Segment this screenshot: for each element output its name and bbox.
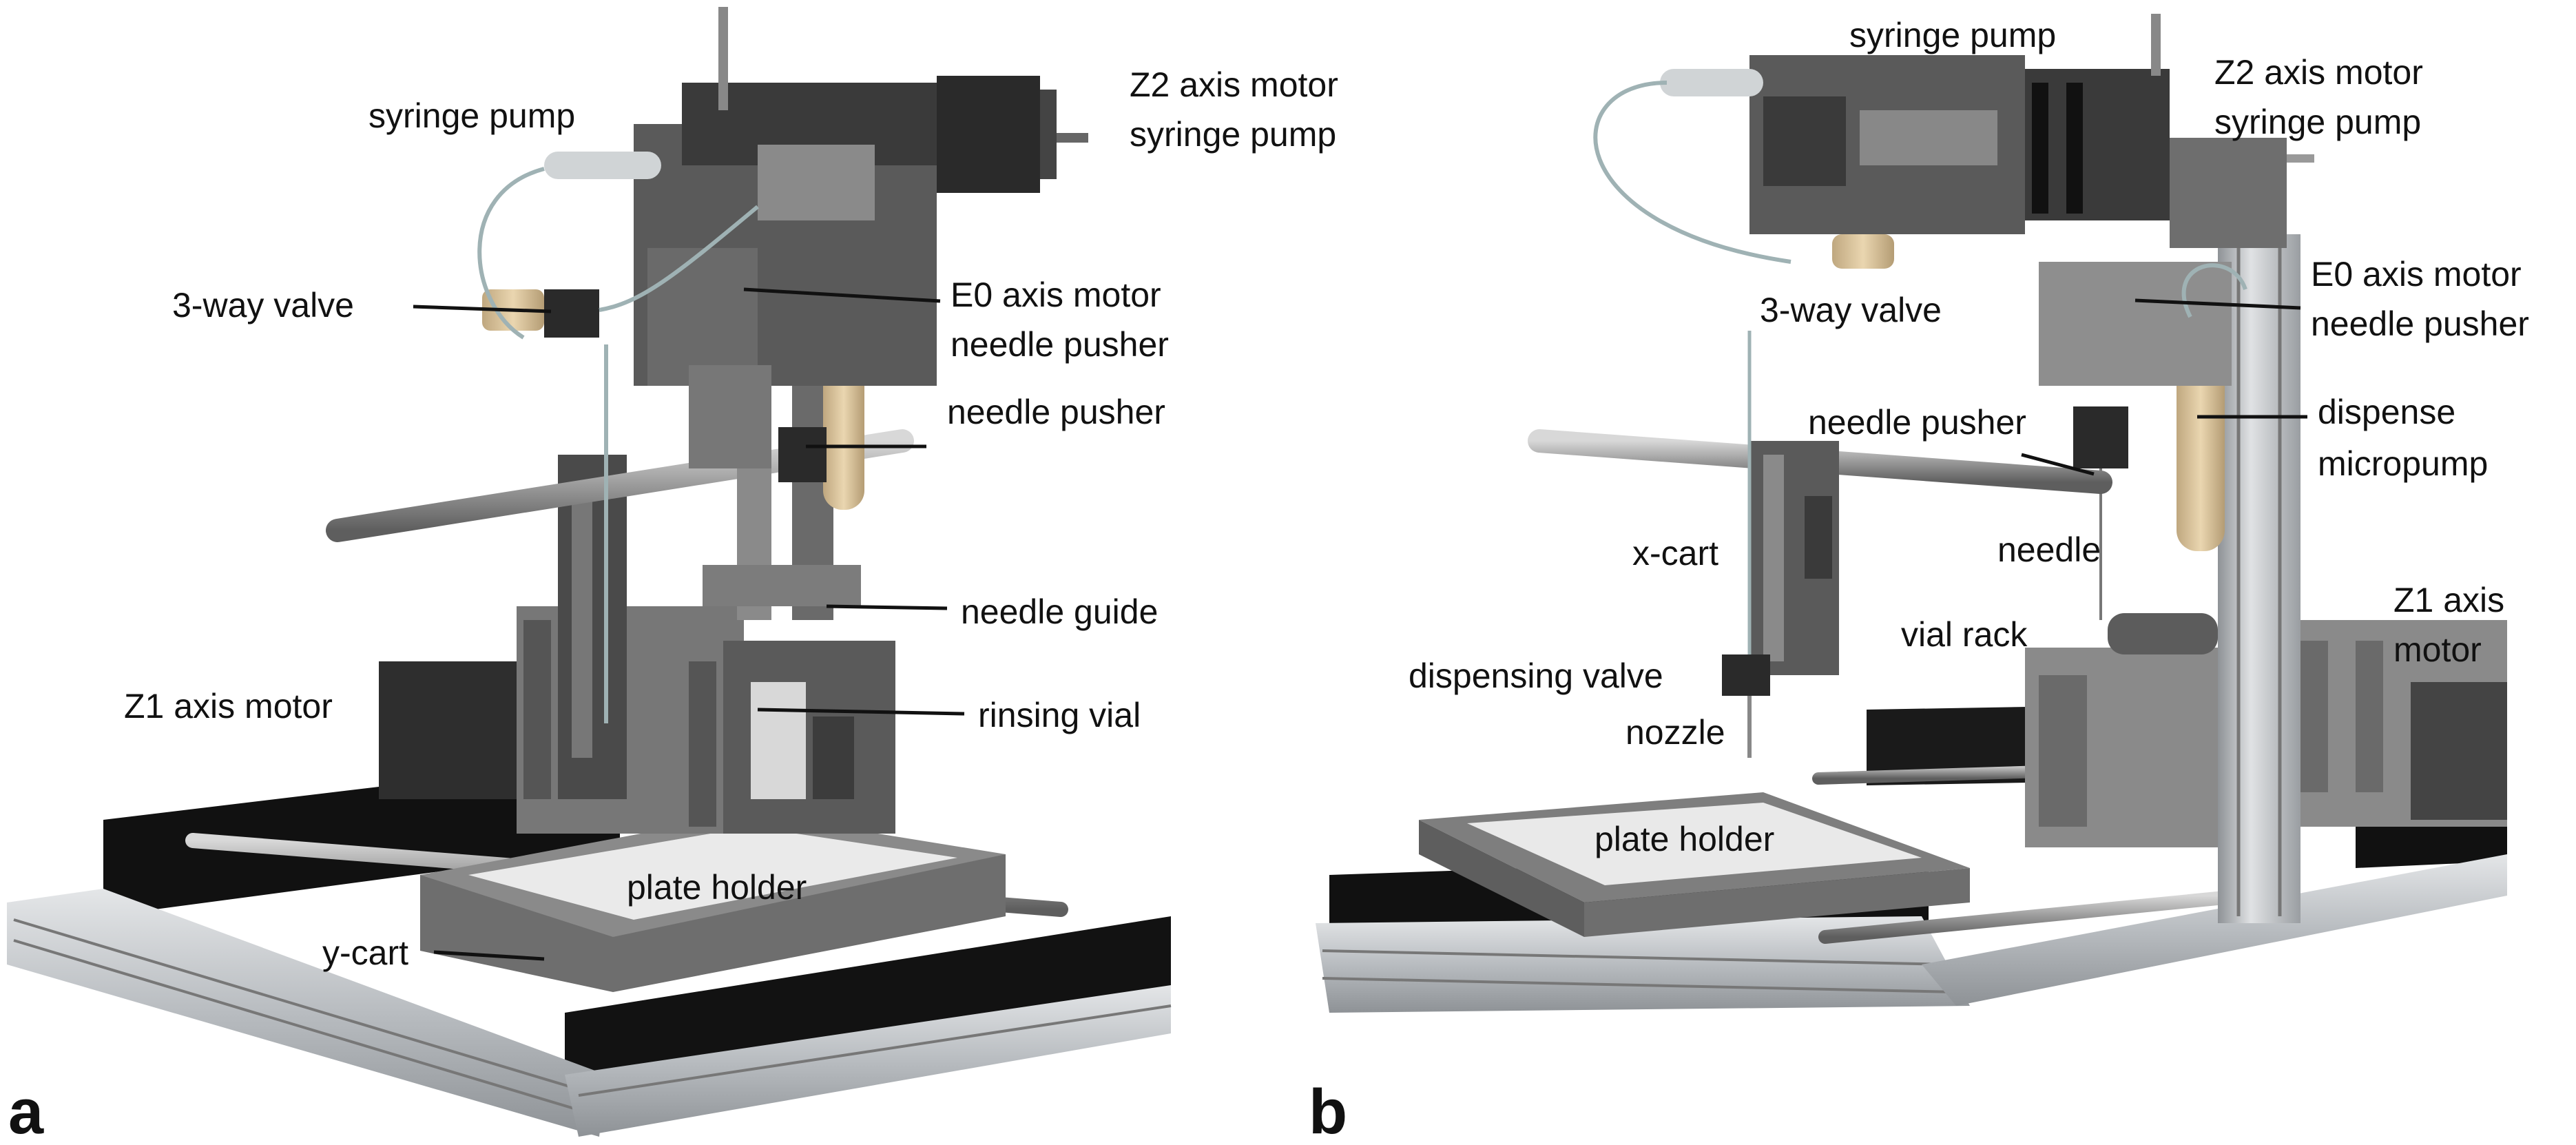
e0-motor-a <box>647 248 758 386</box>
label-b-needle: needle <box>1997 530 2101 569</box>
label-b-e0-line1: E0 axis motor <box>2311 255 2522 293</box>
panel-a-labels: syringe pump Z2 axis motor syringe pump … <box>8 65 1338 1145</box>
label-b-plate-holder: plate holder <box>1595 820 1774 858</box>
panel-a-drawing <box>7 7 1172 1137</box>
label-b-vial-rack: vial rack <box>1901 615 2028 654</box>
leader-b-needle-pusher <box>2021 453 2095 476</box>
panel-b-drawing <box>1316 14 2507 1013</box>
syringe-barrel-b <box>1660 69 1763 96</box>
label-b-x-cart: x-cart <box>1632 534 1718 572</box>
label-a-z1-axis-motor: Z1 axis motor <box>124 687 333 725</box>
panel-b-labels: syringe pump Z2 axis motor syringe pump … <box>1309 16 2529 1145</box>
leader-a-e0 <box>743 287 941 303</box>
label-b-z1-line1: Z1 axis <box>2393 581 2504 619</box>
label-a-e0-line1: E0 axis motor <box>951 276 1161 314</box>
label-b-nozzle: nozzle <box>1625 713 1725 752</box>
z2-motor-b <box>2025 69 2170 220</box>
needle-guide-block-a <box>703 565 861 606</box>
frame-black-rail-right-a <box>565 916 1171 1075</box>
label-a-z2-line1: Z2 axis motor <box>1130 65 1338 104</box>
tubing-a <box>477 167 759 723</box>
leader-a-needle-guide <box>826 604 948 610</box>
frame-alu-right-b <box>1922 854 2507 1006</box>
label-a-needle-guide: needle guide <box>961 592 1158 631</box>
label-a-three-way-valve: 3-way valve <box>172 286 354 324</box>
label-a-plate-holder: plate holder <box>627 868 807 907</box>
label-a-y-cart: y-cart <box>322 933 408 972</box>
tubing-b <box>1593 81 2247 318</box>
label-b-z2-line2: syringe pump <box>2214 103 2421 141</box>
label-a-syringe-pump: syringe pump <box>368 96 575 135</box>
label-b-dispensing-valve: dispensing valve <box>1409 657 1663 695</box>
label-a-needle-pusher: needle pusher <box>947 393 1165 431</box>
label-b-syringe-pump: syringe pump <box>1849 16 2056 54</box>
three-way-valve-body-a <box>544 289 599 338</box>
z1-motor-block-a <box>379 661 517 799</box>
label-b-z2-line1: Z2 axis motor <box>2214 53 2423 92</box>
z2-motor-a <box>937 76 1040 193</box>
label-b-e0-line2: needle pusher <box>2311 305 2529 343</box>
plate-holder-surface-b <box>1467 803 1922 885</box>
needle-pusher-block-b <box>2073 406 2128 468</box>
syringe-barrel-a <box>544 152 661 179</box>
dispensing-valve-b <box>1722 654 1770 696</box>
label-b-z1-line2: motor <box>2393 630 2482 669</box>
panel-letter-b: b <box>1309 1077 1347 1145</box>
label-b-dispense-line1: dispense <box>2318 393 2455 431</box>
label-a-e0-line2: needle pusher <box>951 325 1169 364</box>
rinsing-vial-block-a <box>723 641 895 834</box>
label-a-z2-line2: syringe pump <box>1130 115 1336 154</box>
frame-alu-right-a <box>565 985 1171 1137</box>
label-b-dispense-line2: micropump <box>2318 444 2488 483</box>
label-a-rinsing-vial: rinsing vial <box>978 696 1141 734</box>
frame-alu-front-a <box>7 889 606 1137</box>
plate-holder-surface-a <box>468 827 957 920</box>
e0-motor-block-b <box>2039 262 2232 386</box>
leader-b-e0 <box>2134 298 2301 310</box>
needle-pusher-block-a <box>778 427 827 482</box>
label-b-needle-pusher: needle pusher <box>1808 403 2026 442</box>
panel-letter-a: a <box>8 1077 44 1145</box>
leader-a-y-cart <box>433 950 545 961</box>
leader-a-three-way-valve <box>413 305 552 313</box>
leader-a-rinsing-vial <box>757 708 965 716</box>
label-b-three-way-valve: 3-way valve <box>1760 291 1942 329</box>
three-way-valve-tan-b <box>1832 234 1894 269</box>
